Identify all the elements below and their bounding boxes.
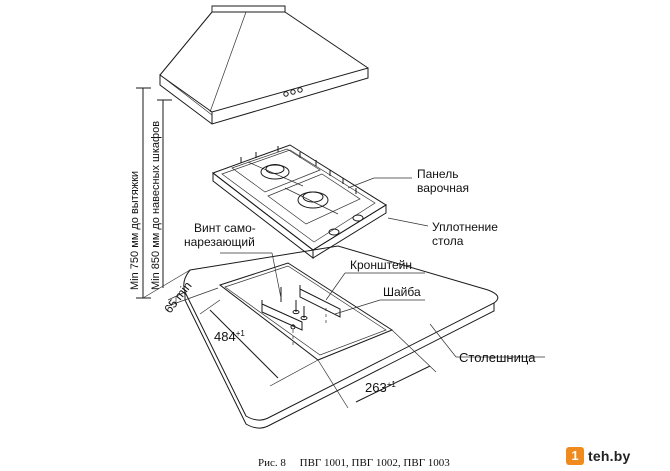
width-dimension: 263+1: [365, 380, 396, 395]
screw-label-line1: Винт само-: [194, 221, 256, 235]
depth-dimension: 484+1: [214, 329, 245, 344]
range-hood: [159, 5, 369, 125]
bracket-label: Кронштейн: [350, 258, 412, 272]
watermark-text: teh.by: [588, 448, 631, 464]
panel-label-line1: Панель: [417, 167, 458, 181]
cabinet-distance-label: Min 850 мм до навесных шкафов: [150, 121, 162, 290]
watermark-badge: 1: [566, 447, 584, 465]
countertop-label: Столешница: [459, 350, 536, 365]
screw-label-line2: нарезающий: [184, 235, 255, 249]
watermark: 1 teh.by: [566, 446, 664, 466]
figure-caption: Рис. 8 ПВГ 1001, ПВГ 1002, ПВГ 1003: [258, 457, 450, 469]
hood-distance-label: Min 750 мм до вытяжки: [129, 171, 141, 290]
panel-label-line2: варочная: [417, 181, 469, 195]
hob-panel: [211, 144, 387, 260]
brackets-and-screws: [261, 285, 341, 345]
leader-lines: [220, 177, 545, 358]
seal-label-line2: стола: [432, 234, 464, 248]
dimension-lines: [167, 287, 437, 409]
seal-label-line1: Уплотнение: [432, 220, 498, 234]
vertical-dimensions: [136, 87, 191, 299]
washer-label: Шайба: [383, 285, 421, 299]
